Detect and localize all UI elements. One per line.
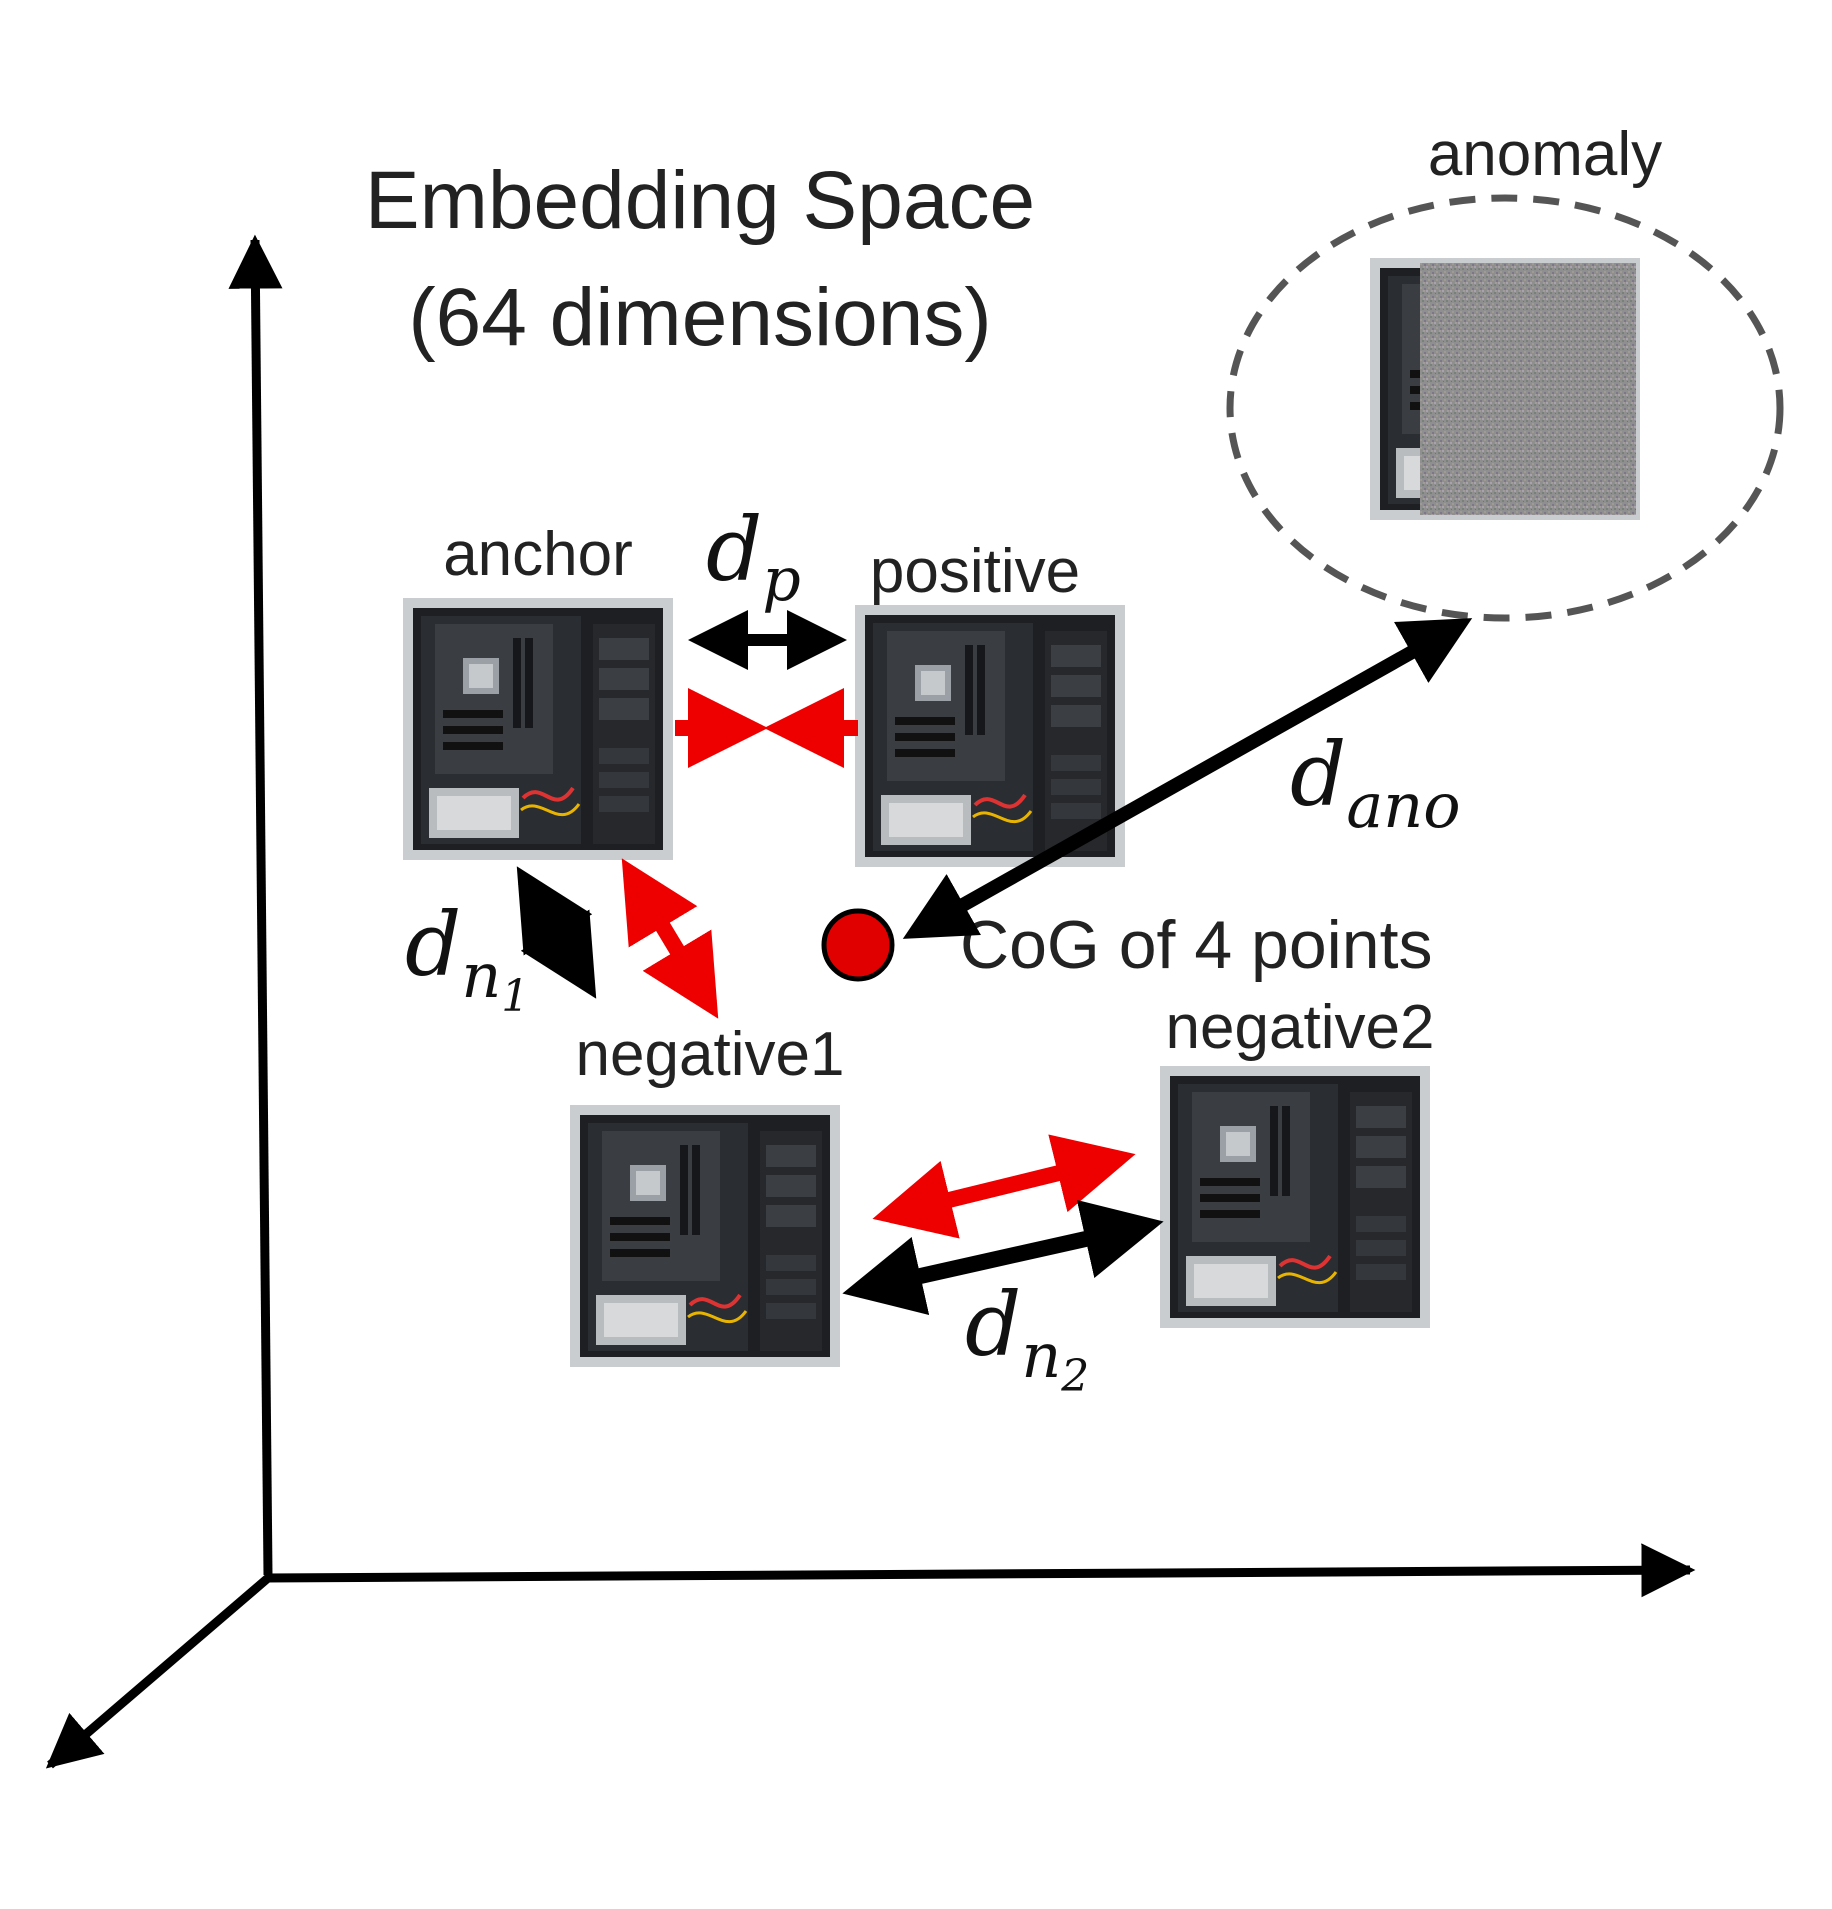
anomaly-label: anomaly bbox=[1428, 120, 1662, 189]
dano-arrow bbox=[902, 618, 1473, 939]
cog-point bbox=[821, 908, 895, 982]
dn2-arrow bbox=[842, 1199, 1164, 1316]
pc-case-photo-icon bbox=[568, 1103, 842, 1369]
positive-label: positive bbox=[870, 537, 1080, 606]
negative1-label: negative1 bbox=[576, 1020, 845, 1089]
y-axis bbox=[228, 234, 283, 1576]
dn1-label: dn1 bbox=[405, 893, 529, 1022]
dp-label: dp bbox=[706, 498, 801, 615]
x-axis bbox=[264, 1543, 1696, 1598]
pc-case-photo-icon bbox=[401, 596, 675, 862]
anchor-label: anchor bbox=[443, 520, 633, 589]
push-arrow-negatives bbox=[872, 1134, 1136, 1239]
anomaly-ellipse bbox=[1226, 194, 1784, 622]
axes bbox=[45, 234, 1696, 1769]
pc-case-photo-icon bbox=[853, 603, 1127, 869]
cog-label: CoG of 4 points bbox=[960, 907, 1432, 983]
pc-case-photo-icon bbox=[1158, 1064, 1432, 1330]
dano-label: dano bbox=[1290, 723, 1461, 842]
dn2-label: dn2 bbox=[965, 1273, 1089, 1402]
diagram-title-line2: (64 dimensions) bbox=[408, 272, 991, 363]
z-axis bbox=[45, 1574, 271, 1769]
anomaly-image bbox=[1368, 256, 1642, 522]
diagram-title-line1: Embedding Space bbox=[365, 155, 1035, 246]
dn1-arrow bbox=[516, 866, 597, 999]
negative2-label: negative2 bbox=[1166, 993, 1435, 1062]
push-arrow-negative1 bbox=[621, 858, 719, 1019]
